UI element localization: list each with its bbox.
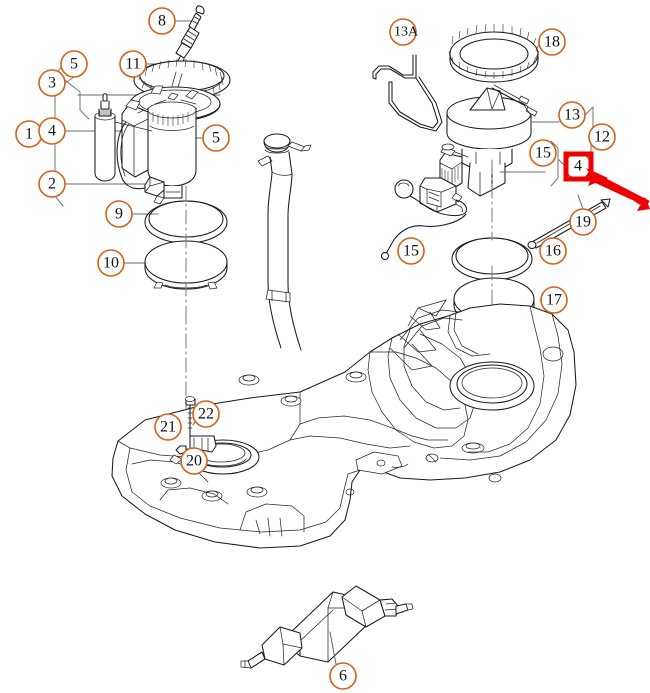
callout-19-circle[interactable] [569, 208, 597, 236]
callout-20-circle[interactable] [180, 447, 208, 475]
part-13a-wire-bracket [372, 54, 443, 132]
highlight-arrow-head [586, 168, 608, 186]
part-6-fuel-filter [240, 585, 414, 669]
highlight-annotation [563, 151, 650, 211]
right-callout-brackets [499, 106, 601, 301]
part-1-left-fuel-delivery-unit [116, 71, 221, 199]
part-4-filter-cartridge [94, 93, 153, 182]
callout-5b-circle[interactable] [202, 124, 230, 152]
callout-2-circle[interactable] [38, 170, 66, 198]
callout-10-circle[interactable] [97, 249, 125, 277]
part-18-toothed-lock-ring-right [448, 23, 540, 83]
fuel-tank-body [111, 299, 577, 549]
highlight-box-callout-4 [563, 151, 594, 182]
callout-1-circle[interactable] [15, 120, 43, 148]
callout-18-circle[interactable] [538, 28, 566, 56]
callout-17-circle[interactable] [540, 286, 568, 314]
callout-22-circle[interactable] [192, 400, 220, 428]
callout-11-circle[interactable] [119, 50, 147, 78]
callout-8-circle[interactable] [148, 7, 176, 35]
callout-16-circle[interactable] [539, 237, 567, 265]
fuel-filler-neck [257, 133, 312, 351]
callout-5a-circle[interactable] [60, 50, 88, 78]
part-11-toothed-lock-ring [133, 58, 231, 100]
callout-3-circle[interactable] [38, 69, 66, 97]
callout-12-circle[interactable] [588, 123, 616, 151]
part-22-retaining-screw [185, 396, 196, 439]
callout-15b-circle[interactable] [397, 237, 425, 265]
callout-6-circle[interactable] [329, 662, 357, 690]
part-2-fuel-line-connector [144, 176, 165, 205]
callout-4-left-circle[interactable] [38, 117, 66, 145]
part-19-guide-rod [527, 198, 611, 250]
callout-13-circle[interactable] [558, 101, 586, 129]
part-8-pressure-relief-valve [171, 5, 205, 76]
callout-21-circle[interactable] [154, 413, 182, 441]
callout-13a-circle[interactable] [389, 18, 417, 46]
tank-opening-right [449, 361, 535, 411]
callout-9-circle[interactable] [105, 200, 133, 228]
part-12-right-sender-unit [419, 84, 538, 213]
callout-15a-circle[interactable] [529, 139, 557, 167]
